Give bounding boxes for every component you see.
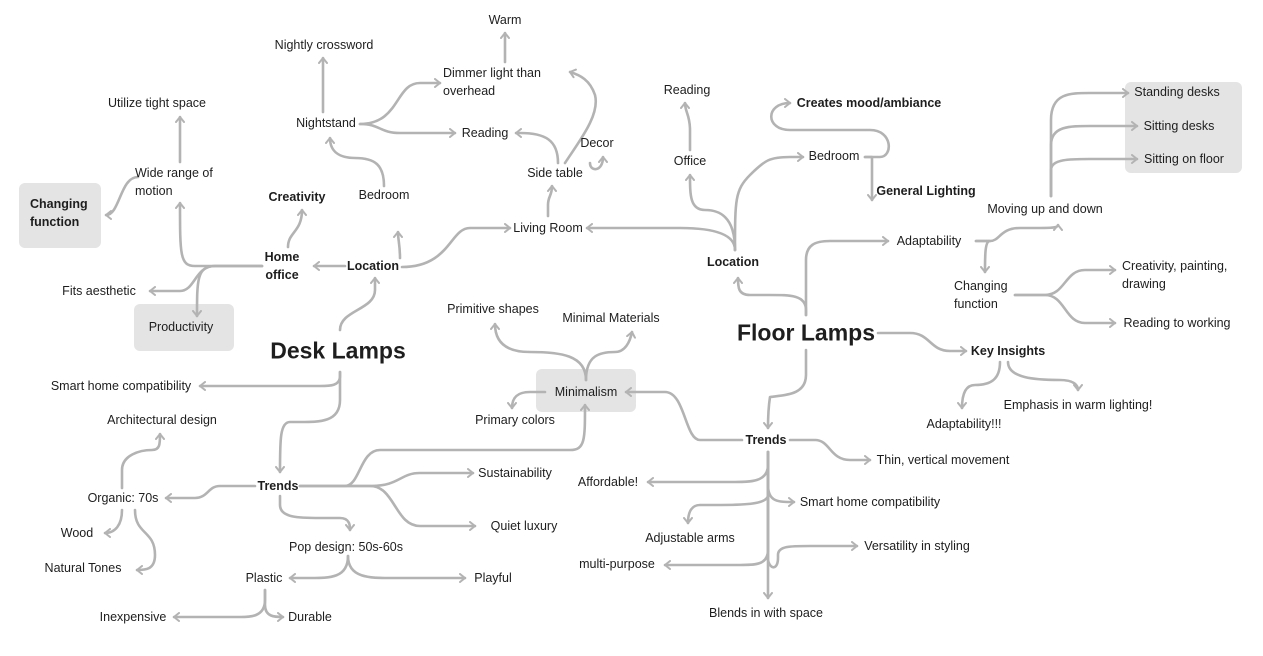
primary-colors-node: Primary colors: [475, 413, 555, 427]
minimalism-node: Minimalism: [554, 385, 618, 399]
decor-node: Decor: [580, 136, 614, 150]
architectural-node: Architectural design: [107, 413, 217, 427]
durable-node: Durable: [288, 610, 332, 624]
floor-lamps-title: Floor Lamps: [736, 319, 876, 346]
dimmer-light-node: Dimmer light than overhead: [443, 66, 541, 98]
quiet-luxury-node: Quiet luxury: [490, 519, 558, 533]
versatility-node: Versatility in styling: [864, 539, 970, 553]
adjustable-arms-node: Adjustable arms: [645, 531, 735, 545]
organic-node: Organic: 70s: [87, 491, 159, 505]
moving-node: Moving up and down: [987, 202, 1103, 216]
side-table-node: Side table: [527, 166, 583, 180]
reading-working-node: Reading to working: [1123, 316, 1231, 330]
creativity-node: Creativity: [268, 190, 326, 204]
key-insights-node: Key Insights: [970, 344, 1046, 358]
playful-node: Playful: [474, 571, 512, 585]
living-room-node: Living Room: [513, 221, 583, 235]
plastic-node: Plastic: [245, 571, 283, 585]
creates-mood-node: Creates mood/ambiance: [796, 96, 942, 110]
sitting-desks-node: Sitting desks: [1143, 119, 1215, 133]
productivity-node: Productivity: [148, 320, 214, 334]
floor-location-node: Location: [706, 255, 760, 269]
floor-reading-node: Reading: [663, 83, 711, 97]
multi-purpose-node: multi-purpose: [579, 557, 655, 571]
general-lighting-node: General Lighting: [876, 184, 976, 198]
adaptability-node: Adaptability: [896, 234, 962, 248]
changing-function-box: [19, 183, 101, 248]
desk-smart-home-node: Smart home compatibility: [50, 379, 192, 393]
sitting-floor-node: Sitting on floor: [1144, 152, 1224, 166]
office-node: Office: [673, 154, 707, 168]
pop-design-node: Pop design: 50s-60s: [289, 540, 403, 554]
changing-function-node: Changing function: [30, 197, 88, 229]
thin-vertical-node: Thin, vertical movement: [876, 453, 1010, 467]
utilize-node: Utilize tight space: [108, 96, 206, 110]
minimal-materials-node: Minimal Materials: [562, 311, 660, 325]
desk-bedroom-node: Bedroom: [358, 188, 410, 202]
desk-types-box: [1125, 82, 1242, 173]
floor-trends-node: Trends: [745, 433, 787, 447]
floor-smart-home-node: Smart home compatibility: [799, 495, 941, 509]
fits-aesthetic-node: Fits aesthetic: [62, 284, 136, 298]
home-office-node: Home office: [264, 250, 300, 282]
floor-changing-function-node: Changing function: [954, 279, 1008, 311]
desk-location-node: Location: [346, 259, 400, 273]
productivity-box: [134, 304, 234, 351]
nightstand-node: Nightstand: [296, 116, 356, 130]
affordable-node: Affordable!: [577, 475, 639, 489]
nightly-crossword-node: Nightly crossword: [274, 38, 374, 52]
desk-lamps-title: Desk Lamps: [270, 337, 406, 364]
adaptability-exclaim-node: Adaptability!!!: [926, 417, 1002, 431]
standing-desks-node: Standing desks: [1134, 85, 1220, 99]
wide-range-node: Wide range of motion: [135, 166, 213, 198]
floor-bedroom-node: Bedroom: [808, 149, 860, 163]
warm-node: Warm: [488, 13, 522, 27]
sustainability-node: Sustainability: [478, 466, 552, 480]
desk-trends-node: Trends: [257, 479, 299, 493]
emphasis-node: Emphasis in warm lighting!: [1003, 398, 1153, 412]
wood-node: Wood: [60, 526, 94, 540]
creativity-painting-node: Creativity, painting, drawing: [1122, 259, 1228, 291]
desk-reading-node: Reading: [461, 126, 509, 140]
natural-tones-node: Natural Tones: [44, 561, 122, 575]
primitive-shapes-node: Primitive shapes: [447, 302, 539, 316]
inexpensive-node: Inexpensive: [99, 610, 167, 624]
blends-node: Blends in with space: [709, 606, 823, 620]
